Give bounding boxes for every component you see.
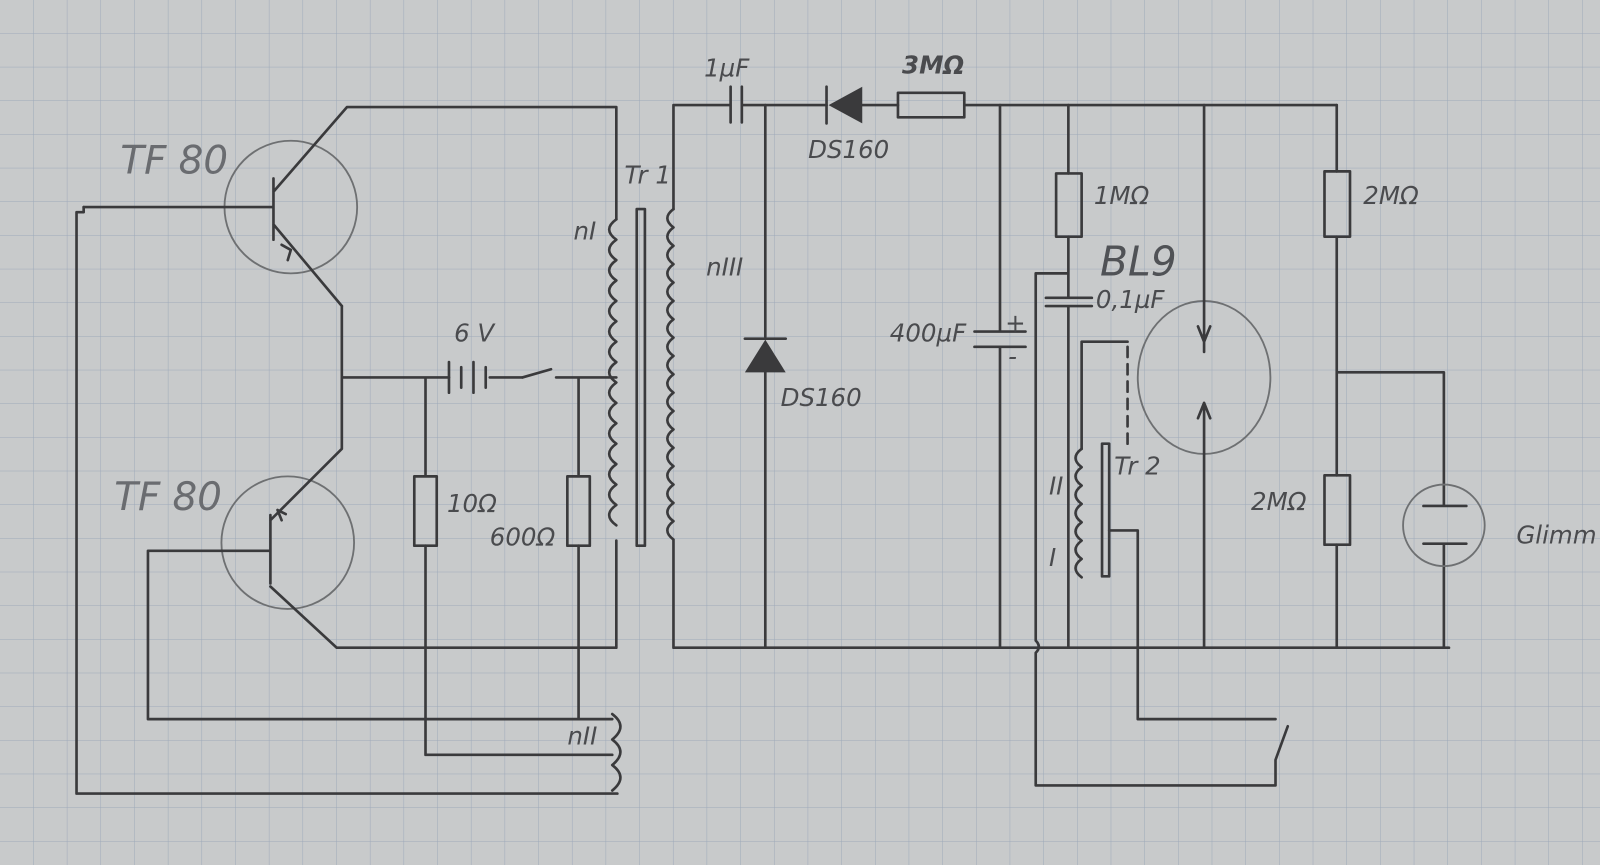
label-cap-minus: -	[1008, 342, 1017, 371]
battery-switch	[340, 360, 618, 757]
label-tr1: Tr 1	[624, 161, 670, 190]
label-cap-plus: +	[1005, 309, 1026, 338]
label-battery: 6 V	[454, 319, 496, 348]
label-1uf: 1µF	[704, 54, 750, 83]
label-3mohm: 3MΩ	[902, 50, 964, 79]
label-10ohm: 10Ω	[447, 489, 497, 518]
transistor-top	[82, 105, 618, 308]
label-transistor-top: TF 80	[120, 138, 228, 183]
label-tr2: Tr 2	[1114, 451, 1160, 480]
label-tr2-winding-2: II	[1049, 472, 1063, 501]
label-2mohm-top: 2MΩ	[1363, 181, 1419, 210]
label-glow-lamp: Glimm	[1516, 521, 1596, 550]
tube-circuit	[1034, 103, 1486, 787]
label-01uf: 0,1µF	[1096, 285, 1165, 314]
transformer-1	[607, 207, 675, 792]
label-600ohm: 600Ω	[490, 523, 556, 552]
label-1mohm: 1MΩ	[1094, 181, 1150, 210]
wire-left	[75, 205, 619, 795]
label-diode-top: DS160	[808, 135, 889, 164]
label-400uf: 400µF	[890, 319, 967, 348]
label-n3: nIII	[706, 252, 743, 281]
label-n2: nII	[567, 722, 597, 751]
label-tr2-winding-1: I	[1049, 543, 1056, 572]
label-2mohm-bottom: 2MΩ	[1251, 487, 1307, 516]
label-transistor-bottom: TF 80	[114, 475, 222, 520]
label-diode-vertical: DS160	[781, 383, 862, 412]
label-bl9: BL9	[1100, 237, 1177, 285]
label-n1: nI	[573, 217, 596, 246]
transistor-bottom	[146, 304, 618, 721]
hv-rectifier	[672, 85, 1451, 650]
